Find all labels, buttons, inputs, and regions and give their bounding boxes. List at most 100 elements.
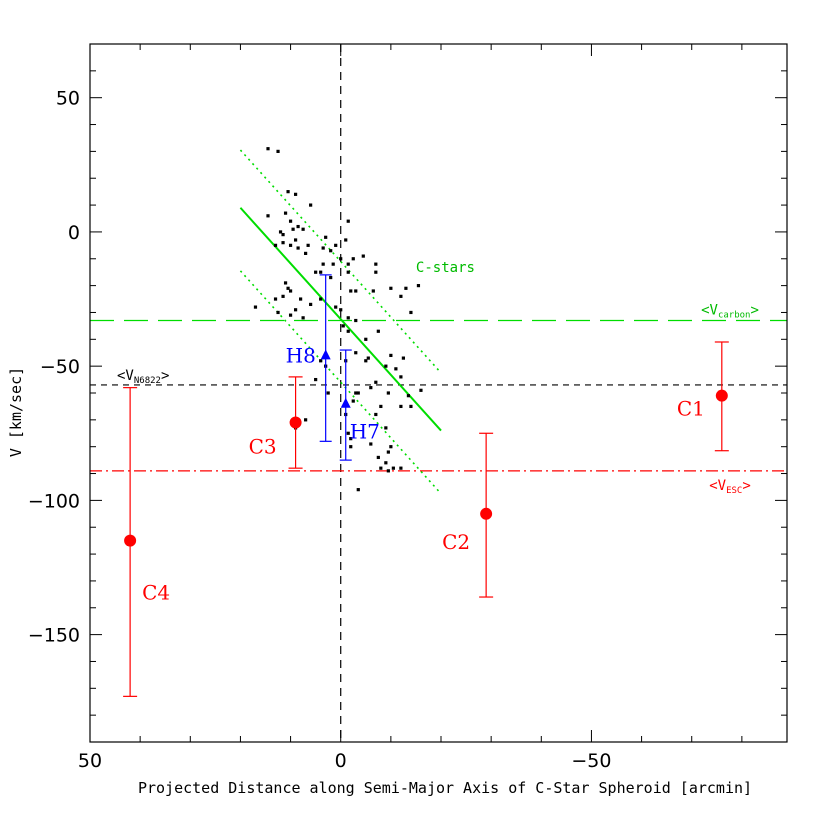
c-star-point [286, 286, 290, 290]
c-star-point [349, 445, 353, 449]
x-tick-label: 50 [78, 750, 102, 772]
c-star-point [374, 270, 378, 274]
c-star-point [354, 289, 358, 293]
c-star-point [369, 386, 373, 390]
y-tick-label: −100 [28, 490, 80, 512]
c-star-point [409, 310, 413, 315]
x-tick-label: 0 [335, 750, 347, 772]
h-object-marker-H7 [340, 397, 351, 408]
c-star-point [334, 243, 338, 247]
c-star-point [314, 270, 318, 274]
y-tick-label: −50 [40, 356, 80, 378]
annotations: <Vcarbon><VN6822><VESC>C1C2C3C4H8H7C-sta… [117, 260, 759, 604]
c-star-point [326, 391, 330, 395]
fit-lines [239, 149, 442, 495]
c-star-point [283, 281, 288, 285]
cluster-marker-C2 [480, 507, 493, 520]
c-star-point [291, 227, 295, 231]
c-star-point [416, 284, 421, 288]
c-star-point [376, 455, 380, 460]
c-star-point [349, 437, 353, 441]
c-star-point [364, 359, 368, 363]
cluster-marker-C1 [715, 389, 728, 402]
c-star-point [304, 418, 308, 422]
h-object-label-H7: H7 [350, 420, 380, 444]
fit-band-lower [239, 270, 442, 495]
c-star-point [389, 353, 393, 358]
c-star-point [384, 364, 388, 368]
c-star-point [354, 391, 358, 395]
c-star-point [346, 431, 350, 435]
c-star-point [346, 329, 350, 333]
c-star-point [354, 351, 358, 355]
c-star-point [296, 246, 300, 250]
c-star-point [384, 461, 388, 465]
c-star-point [374, 262, 378, 266]
c-star-point [273, 297, 278, 301]
c-star-point [286, 190, 290, 194]
c-star-point [399, 466, 403, 470]
c-star-point [283, 211, 288, 215]
c-star-point [306, 243, 310, 247]
c-star-point [356, 488, 360, 492]
c-star-point [374, 380, 378, 384]
c-star-point [391, 466, 395, 470]
c-star-point [394, 367, 398, 371]
c-star-point [399, 375, 403, 379]
cluster-label-C2: C2 [442, 530, 470, 554]
c-star-point [304, 251, 308, 255]
c-star-point [266, 214, 270, 218]
c-star-point [389, 286, 393, 290]
c-star-point [361, 254, 365, 258]
x-tick-label: −50 [571, 750, 611, 772]
c-star-point [374, 412, 378, 417]
c-star-point [399, 404, 403, 409]
c-star-point [339, 308, 343, 312]
c-star-point [379, 466, 383, 470]
v-esc-label: <VESC> [709, 478, 751, 496]
c-star-point [386, 391, 390, 395]
c-star-point [379, 404, 383, 409]
reference-lines [90, 44, 787, 742]
c-star-point [293, 192, 298, 196]
c-star-point [314, 377, 318, 382]
c-star-point [324, 235, 328, 239]
c-star-point [329, 275, 333, 280]
c-star-point [354, 318, 358, 323]
c-star-point [351, 399, 355, 403]
y-tick-label: 50 [56, 88, 80, 110]
c-star-point [321, 262, 325, 266]
c-star-point [404, 286, 408, 290]
c-star-point [346, 262, 350, 266]
c-star-point [409, 404, 413, 409]
cluster-label-C4: C4 [142, 581, 170, 605]
c-star-point [366, 356, 370, 360]
c-star-point [349, 289, 353, 293]
c-star-point [321, 246, 325, 250]
v-n6822-label: <VN6822> [117, 368, 169, 386]
c-star-point [401, 356, 405, 360]
c-star-point [356, 391, 360, 395]
c-star-point [253, 305, 258, 309]
c-star-point [346, 219, 350, 223]
c-star-point [319, 359, 323, 363]
c-star-point [281, 294, 285, 298]
c-star-point [299, 297, 303, 301]
c-star-point [319, 270, 323, 274]
c-star-point [276, 149, 280, 153]
c-star-point [399, 294, 403, 298]
object-markers [124, 349, 728, 547]
c-star-point [281, 241, 285, 245]
c-star-point [369, 442, 373, 446]
c-star-point [281, 233, 285, 237]
c-star-point [341, 324, 345, 328]
c-star-point [288, 289, 293, 293]
c-star-point [296, 224, 300, 229]
y-axis-title: V [km/sec] [7, 367, 25, 457]
c-star-point [293, 238, 298, 242]
c-star-point [301, 316, 305, 320]
c-star-point [406, 394, 411, 398]
c-star-point [329, 249, 333, 253]
